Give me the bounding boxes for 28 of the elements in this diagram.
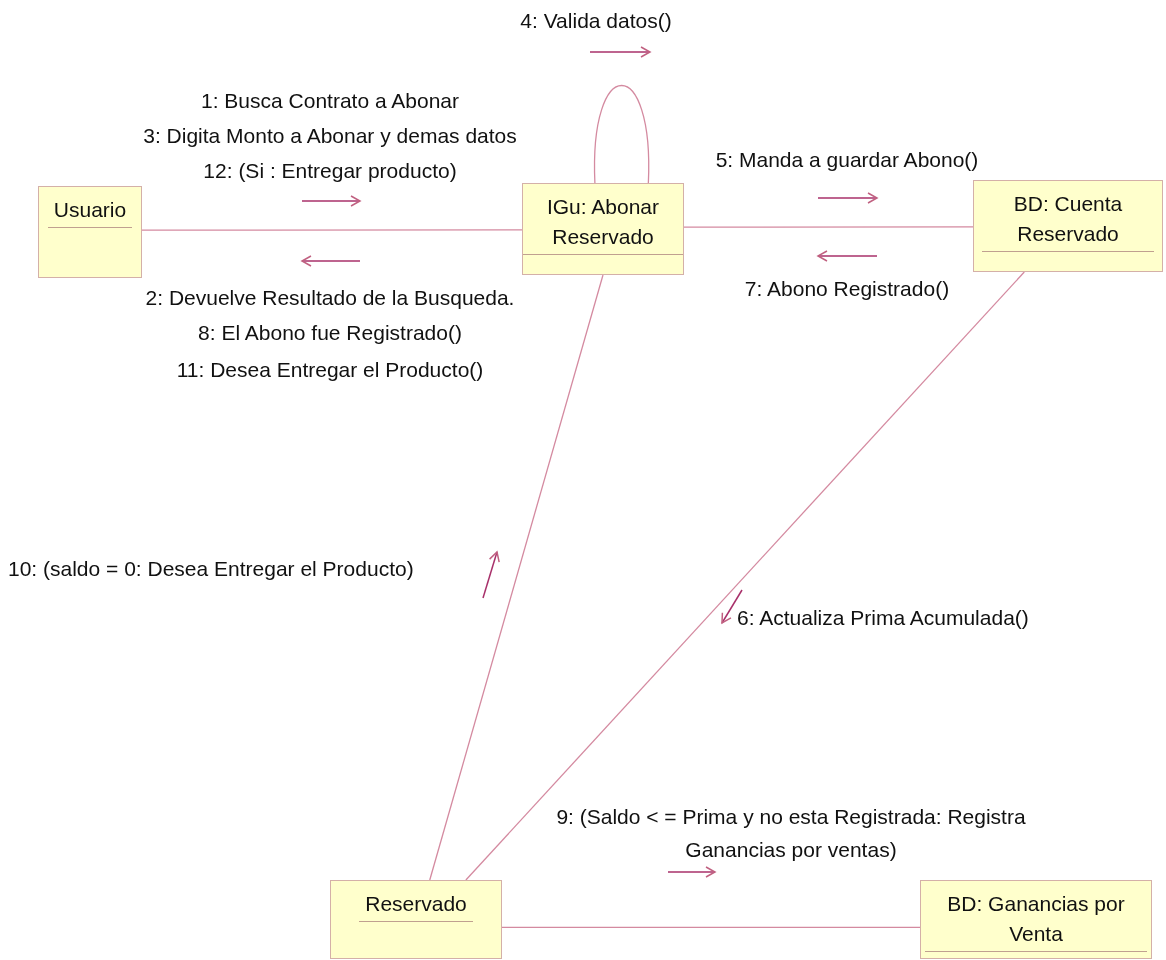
object-box [330,880,502,959]
message-label: 7: Abono Registrado() [744,276,950,302]
link-line [141,229,523,231]
message-label: 6: Actualiza Prima Acumulada() [737,605,1029,631]
message-label: 8: El Abono fue Registrado() [198,320,462,346]
message-label: 9: (Saldo < = Prima y no esta Registrada: Registra Ganancias por ventas) [556,804,1026,863]
link-line [465,271,1025,881]
object-box [920,880,1152,959]
object-box [38,186,142,278]
self-link [594,84,650,184]
object-box [522,183,684,275]
object-name: Reservado [359,889,473,922]
object-name: BD: Cuenta Reservado [982,189,1154,252]
message-label: 2: Devuelve Resultado de la Busqueda. [145,285,515,311]
link-line [683,226,974,228]
message-label: 12: (Si : Entregar producto) [203,158,457,184]
message-label: 3: Digita Monto a Abonar y demas datos [143,123,517,149]
object-name: IGu: Abonar Reservado [523,192,683,255]
message-label: 10: (saldo = 0: Desea Entregar el Producto) [8,556,414,582]
message-label: 11: Desea Entregar el Producto() [176,357,484,383]
message-label: 1: Busca Contrato a Abonar [201,88,459,114]
object-box [973,180,1163,272]
object-name: Usuario [47,195,133,228]
message-label: 5: Manda a guardar Abono() [715,147,979,173]
object-name: BD: Ganancias por Venta [925,889,1147,952]
link-line [501,926,921,929]
message-label: 4: Valida datos() [520,8,672,34]
link-line [429,274,604,881]
